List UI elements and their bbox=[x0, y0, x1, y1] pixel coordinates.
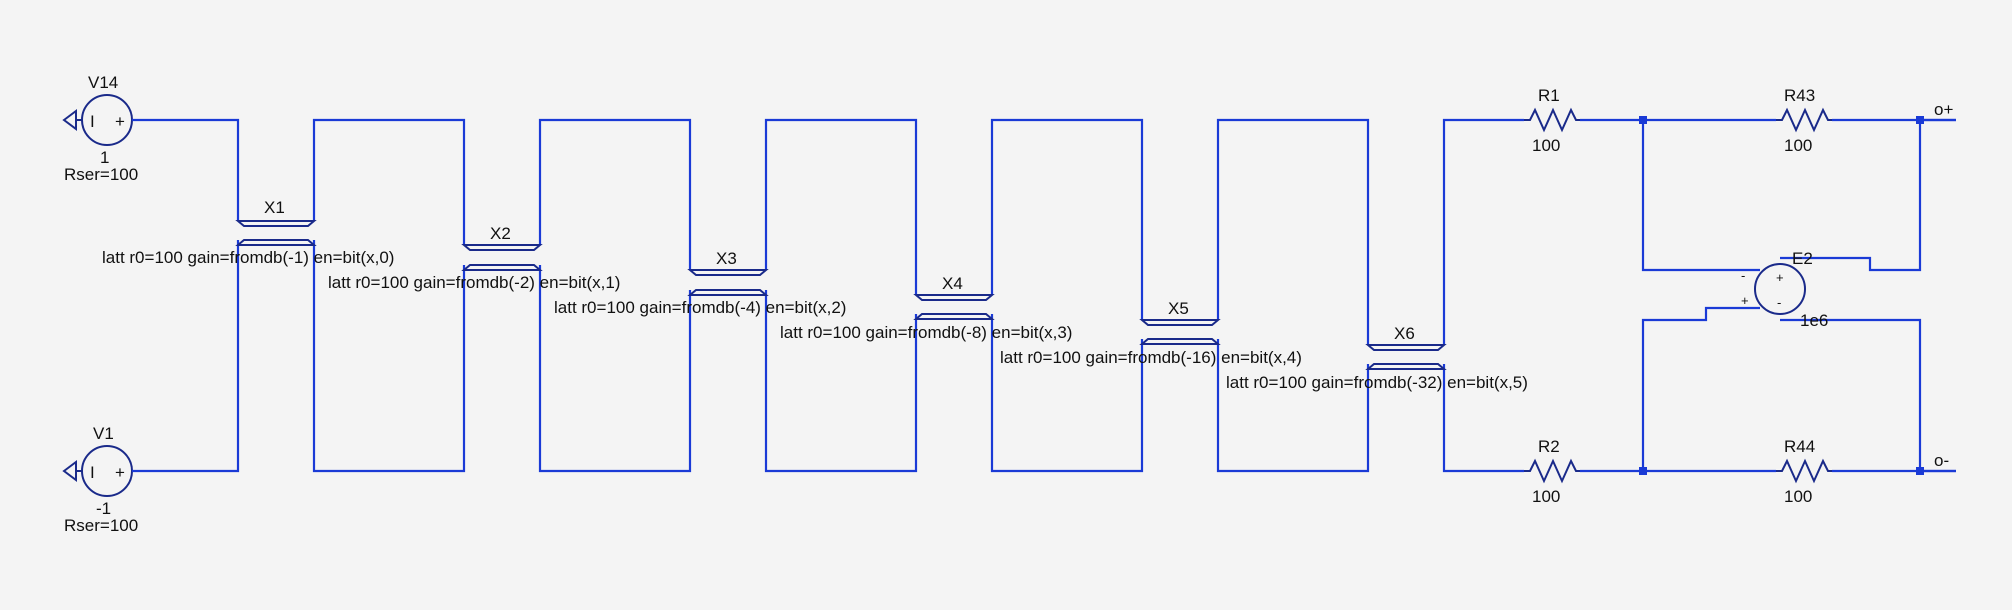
lattice-top-port-icon bbox=[1139, 319, 1221, 326]
amp-name-label: E2 bbox=[1792, 249, 1813, 268]
source-name-label: V1 bbox=[93, 424, 114, 443]
stage-name-label: X3 bbox=[716, 249, 737, 268]
lattice-wiring bbox=[132, 118, 1524, 473]
port-neg-label: o- bbox=[1934, 451, 1949, 470]
resistor-icon bbox=[1524, 107, 1580, 133]
stage-name-label: X5 bbox=[1168, 299, 1189, 318]
stage-name-label: X1 bbox=[264, 198, 285, 217]
amp-input-plus-glyph: + bbox=[1741, 293, 1749, 308]
amp-minus-glyph: - bbox=[1777, 295, 1781, 310]
stage-name-label: X2 bbox=[490, 224, 511, 243]
resistor-name-label: R44 bbox=[1784, 437, 1815, 456]
lattice-top-port-icon bbox=[687, 269, 769, 276]
amplifier-e2[interactable]: + - - + E2 1e6 bbox=[1741, 249, 1828, 330]
lattice-bottom-port-icon bbox=[1365, 363, 1447, 370]
source-plus-glyph: + bbox=[115, 463, 125, 482]
stage-x3[interactable]: X3 latt r0=100 gain=fromdb(-4) en=bit(x,… bbox=[554, 249, 846, 317]
source-plus-glyph: + bbox=[115, 112, 125, 131]
resistor-icon bbox=[1776, 107, 1832, 133]
stage-x5[interactable]: X5 latt r0=100 gain=fromdb(-16) en=bit(x… bbox=[1000, 299, 1302, 367]
source-minus-glyph: I bbox=[90, 463, 95, 482]
lattice-bottom-port-icon bbox=[913, 313, 995, 320]
resistor-r1[interactable]: R1 100 bbox=[1524, 86, 1580, 155]
stage-x4[interactable]: X4 latt r0=100 gain=fromdb(-8) en=bit(x,… bbox=[780, 274, 1072, 342]
ground-arrow-icon bbox=[62, 109, 77, 131]
resistor-value-label: 100 bbox=[1532, 487, 1560, 506]
resistor-name-label: R43 bbox=[1784, 86, 1815, 105]
stage-x1[interactable]: X1 latt r0=100 gain=fromdb(-1) en=bit(x,… bbox=[102, 198, 394, 267]
lattice-bottom-port-icon bbox=[235, 239, 317, 246]
port-pos-label: o+ bbox=[1934, 100, 1953, 119]
stage-params-label: latt r0=100 gain=fromdb(-32) en=bit(x,5) bbox=[1226, 373, 1528, 392]
resistor-name-label: R1 bbox=[1538, 86, 1560, 105]
ground-arrow-icon bbox=[62, 460, 77, 482]
output-wiring bbox=[1580, 118, 1956, 473]
junction-dot bbox=[1639, 116, 1647, 124]
junction-dots bbox=[1639, 116, 1924, 475]
lattice-bottom-port-icon bbox=[461, 264, 543, 271]
resistor-icon bbox=[1524, 458, 1580, 484]
source-minus-glyph: I bbox=[90, 112, 95, 131]
resistor-value-label: 100 bbox=[1784, 136, 1812, 155]
source-param-label: Rser=100 bbox=[64, 165, 138, 184]
stage-name-label: X4 bbox=[942, 274, 963, 293]
lattice-bottom-port-icon bbox=[687, 289, 769, 296]
resistor-value-label: 100 bbox=[1784, 487, 1812, 506]
lattice-top-port-icon bbox=[461, 244, 543, 251]
dependent-source-icon bbox=[1754, 263, 1806, 315]
stage-x6[interactable]: X6 latt r0=100 gain=fromdb(-32) en=bit(x… bbox=[1226, 324, 1528, 392]
resistor-icon bbox=[1776, 458, 1832, 484]
stage-params-label: latt r0=100 gain=fromdb(-16) en=bit(x,4) bbox=[1000, 348, 1302, 367]
resistor-value-label: 100 bbox=[1532, 136, 1560, 155]
amp-plus-glyph: + bbox=[1776, 270, 1784, 285]
stage-params-label: latt r0=100 gain=fromdb(-8) en=bit(x,3) bbox=[780, 323, 1072, 342]
junction-dot bbox=[1639, 467, 1647, 475]
source-param-label: Rser=100 bbox=[64, 516, 138, 535]
stage-params-label: latt r0=100 gain=fromdb(-1) en=bit(x,0) bbox=[102, 248, 394, 267]
source-v1[interactable]: I + V1 -1 Rser=100 bbox=[62, 424, 138, 535]
lattice-bottom-port-icon bbox=[1139, 338, 1221, 345]
resistor-r43[interactable]: R43 100 bbox=[1776, 86, 1832, 155]
amp-input-minus-glyph: - bbox=[1741, 268, 1745, 283]
amp-value-label: 1e6 bbox=[1800, 311, 1828, 330]
stage-params-label: latt r0=100 gain=fromdb(-4) en=bit(x,2) bbox=[554, 298, 846, 317]
source-name-label: V14 bbox=[88, 73, 118, 92]
port-pos[interactable]: o+ bbox=[1934, 100, 1953, 119]
stage-name-label: X6 bbox=[1394, 324, 1415, 343]
junction-dot bbox=[1916, 116, 1924, 124]
resistor-r44[interactable]: R44 100 bbox=[1776, 437, 1832, 506]
junction-dot bbox=[1916, 467, 1924, 475]
source-value-label: -1 bbox=[96, 499, 111, 518]
source-value-label: 1 bbox=[100, 148, 109, 167]
stage-x2[interactable]: X2 latt r0=100 gain=fromdb(-2) en=bit(x,… bbox=[328, 224, 620, 292]
lattice-top-port-icon bbox=[235, 220, 317, 227]
lattice-top-port-icon bbox=[913, 294, 995, 301]
resistor-name-label: R2 bbox=[1538, 437, 1560, 456]
resistor-r2[interactable]: R2 100 bbox=[1524, 437, 1580, 506]
stage-params-label: latt r0=100 gain=fromdb(-2) en=bit(x,1) bbox=[328, 273, 620, 292]
source-v14[interactable]: I + V14 1 Rser=100 bbox=[62, 73, 138, 184]
port-neg[interactable]: o- bbox=[1934, 451, 1949, 470]
lattice-top-port-icon bbox=[1365, 344, 1447, 351]
